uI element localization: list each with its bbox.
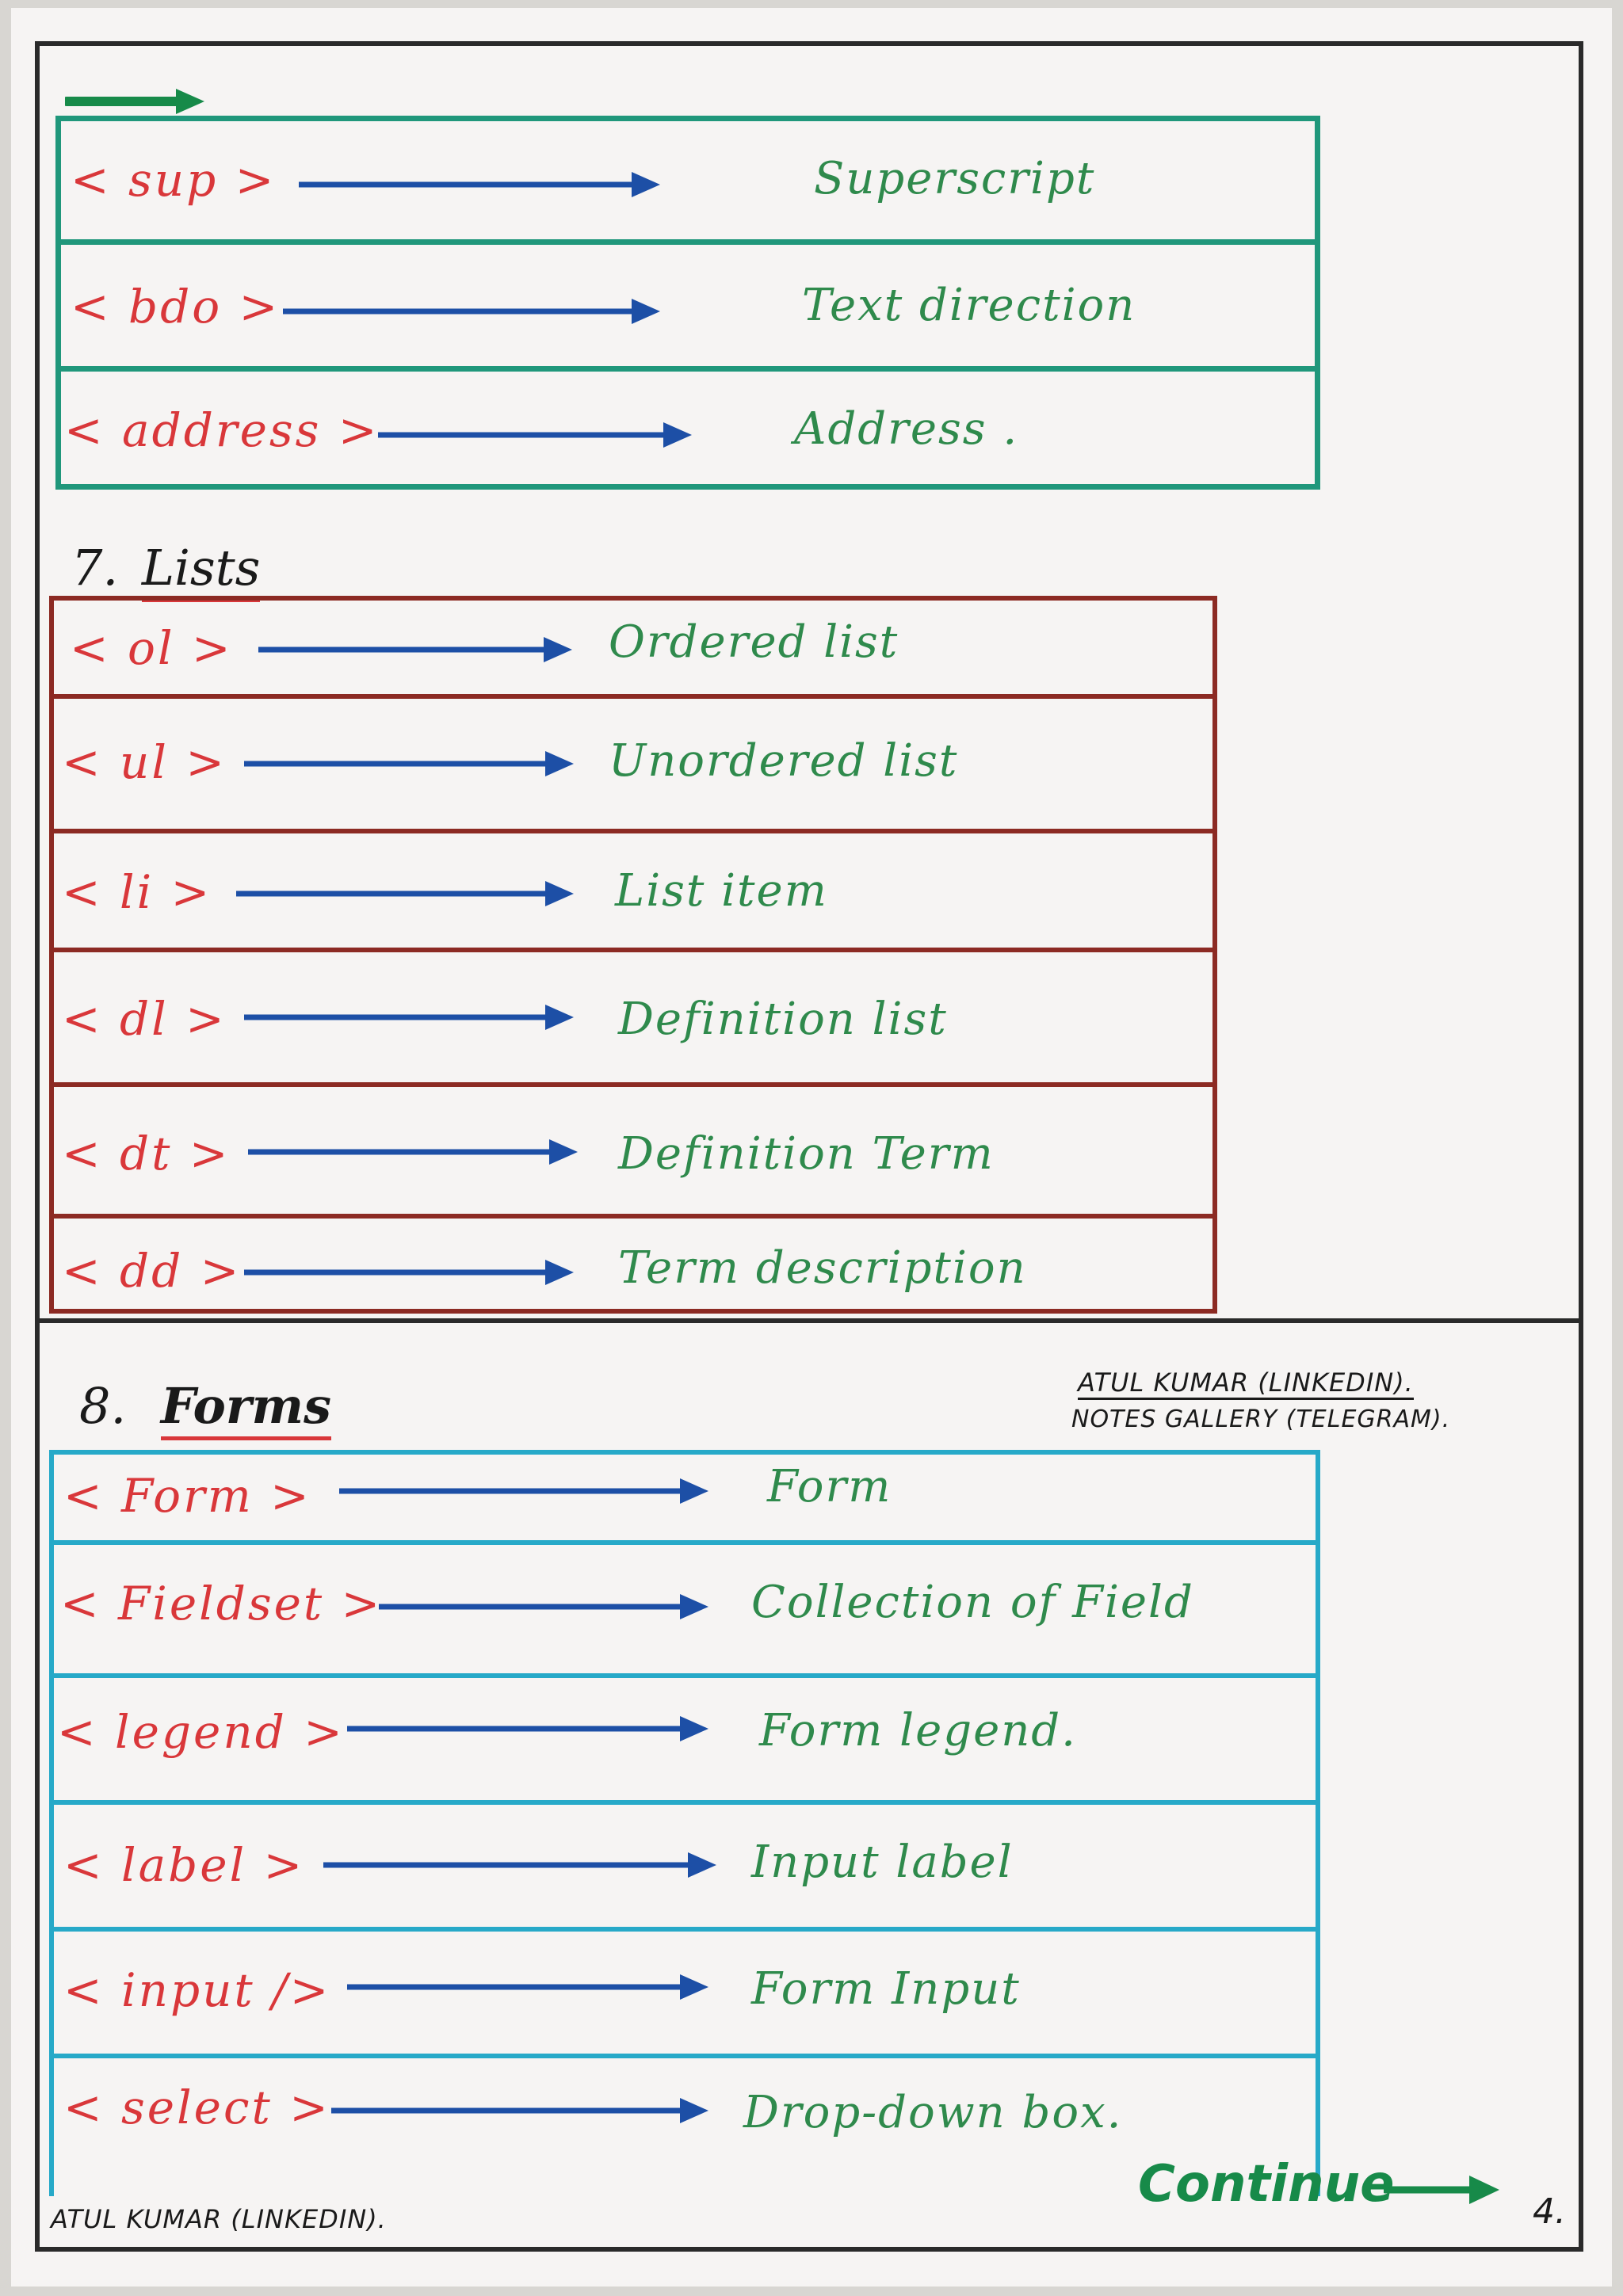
row-tag: < ol > (70, 621, 233, 675)
row-tag: < address > (64, 403, 380, 457)
row-tag: < label > (63, 1838, 305, 1892)
credit-telegram: NOTES GALLERY (TELEGRAM). (1071, 1405, 1451, 1433)
table-row: < ul > Unordered list (54, 699, 1212, 833)
section-title: Forms (160, 1377, 332, 1440)
row-tag: < input /> (63, 1963, 331, 2017)
table-row: < address > Address . (61, 372, 1315, 484)
section-divider (35, 1318, 1583, 1323)
arrow-icon (379, 1594, 708, 1619)
row-description: Definition list (618, 994, 948, 1045)
credit-linkedin: ATUL KUMAR (LINKEDIN). (1078, 1367, 1414, 1400)
page-border (35, 41, 1583, 2252)
arrow-icon (323, 1852, 716, 1878)
section-heading-forms: 8. Forms (79, 1377, 332, 1440)
row-description: List item (615, 865, 828, 917)
arrow-icon (248, 1139, 578, 1165)
row-description: Form (767, 1461, 892, 1512)
arrow-icon (347, 1716, 708, 1741)
table-row: < legend > Form legend. (54, 1678, 1316, 1805)
top-tag-table: < sup > Superscript < bdo > Text directi… (55, 116, 1320, 490)
lists-tag-table: < ol > Ordered list < ul > Unordered lis… (49, 596, 1217, 1314)
arrow-icon (283, 299, 660, 324)
section-heading-lists: 7. Lists (71, 539, 261, 602)
row-tag: < li > (62, 865, 212, 919)
row-description: Definition Term (618, 1128, 995, 1180)
arrow-icon (339, 1478, 708, 1504)
row-description: Text direction (802, 280, 1136, 331)
table-row: < sup > Superscript (61, 121, 1315, 245)
row-tag: < dl > (62, 992, 227, 1046)
row-tag: < bdo > (71, 280, 281, 334)
arrow-icon (378, 422, 692, 448)
row-description: Form legend. (759, 1705, 1077, 1756)
arrow-icon (299, 172, 660, 197)
section-number: 7. (71, 539, 119, 597)
arrow-icon (258, 637, 572, 662)
table-row: < dt > Definition Term (54, 1087, 1212, 1219)
table-row: < input /> Form Input (54, 1932, 1316, 2058)
arrow-icon (244, 1005, 574, 1030)
row-tag: < ul > (62, 735, 227, 789)
table-row: < dd > Term description (54, 1219, 1212, 1309)
table-row: < select > Drop-down box. (54, 2058, 1316, 2196)
table-row: < Fieldset > Collection of Field (54, 1545, 1316, 1678)
table-row: < li > List item (54, 833, 1212, 952)
section-title: Lists (141, 539, 261, 602)
row-tag: < dd > (62, 1244, 242, 1298)
table-row: < bdo > Text direction (61, 245, 1315, 372)
arrow-icon (244, 1260, 574, 1285)
row-description: Collection of Field (751, 1577, 1194, 1628)
row-description: Form Input (751, 1963, 1021, 2015)
table-row: < ol > Ordered list (54, 601, 1212, 699)
section-number: 8. (79, 1377, 127, 1435)
row-tag: < sup > (71, 153, 277, 207)
row-description: Drop-down box. (743, 2087, 1123, 2138)
arrow-icon (244, 751, 574, 776)
arrow-icon (331, 2098, 708, 2123)
row-description: Superscript (814, 153, 1096, 204)
row-description: Input label (751, 1836, 1014, 1888)
table-row: < dl > Definition list (54, 952, 1212, 1087)
row-tag: < legend > (57, 1705, 345, 1759)
forms-tag-table: < Form > Form < Fieldset > Collection of… (49, 1450, 1320, 2196)
arrow-icon (236, 881, 574, 906)
table-row: < Form > Form (54, 1455, 1316, 1545)
footer-credit: ATUL KUMAR (LINKEDIN). (51, 2204, 387, 2234)
row-description: Term description (618, 1242, 1027, 1294)
table-row: < label > Input label (54, 1805, 1316, 1932)
row-description: Ordered list (609, 616, 899, 668)
continue-label: Continue (1138, 2155, 1395, 2214)
row-tag: < Form > (63, 1469, 311, 1523)
row-tag: < Fieldset > (60, 1577, 383, 1630)
row-description: Unordered list (609, 735, 959, 787)
continue-arrow-icon (1384, 2176, 1499, 2204)
row-tag: < select > (63, 2081, 330, 2134)
page-number: 4. (1533, 2191, 1566, 2232)
arrow-icon (347, 1974, 708, 2000)
top-arrow-icon (65, 89, 204, 114)
notebook-page (11, 8, 1612, 2286)
row-tag: < dt > (62, 1127, 231, 1180)
row-description: Address . (794, 403, 1019, 455)
